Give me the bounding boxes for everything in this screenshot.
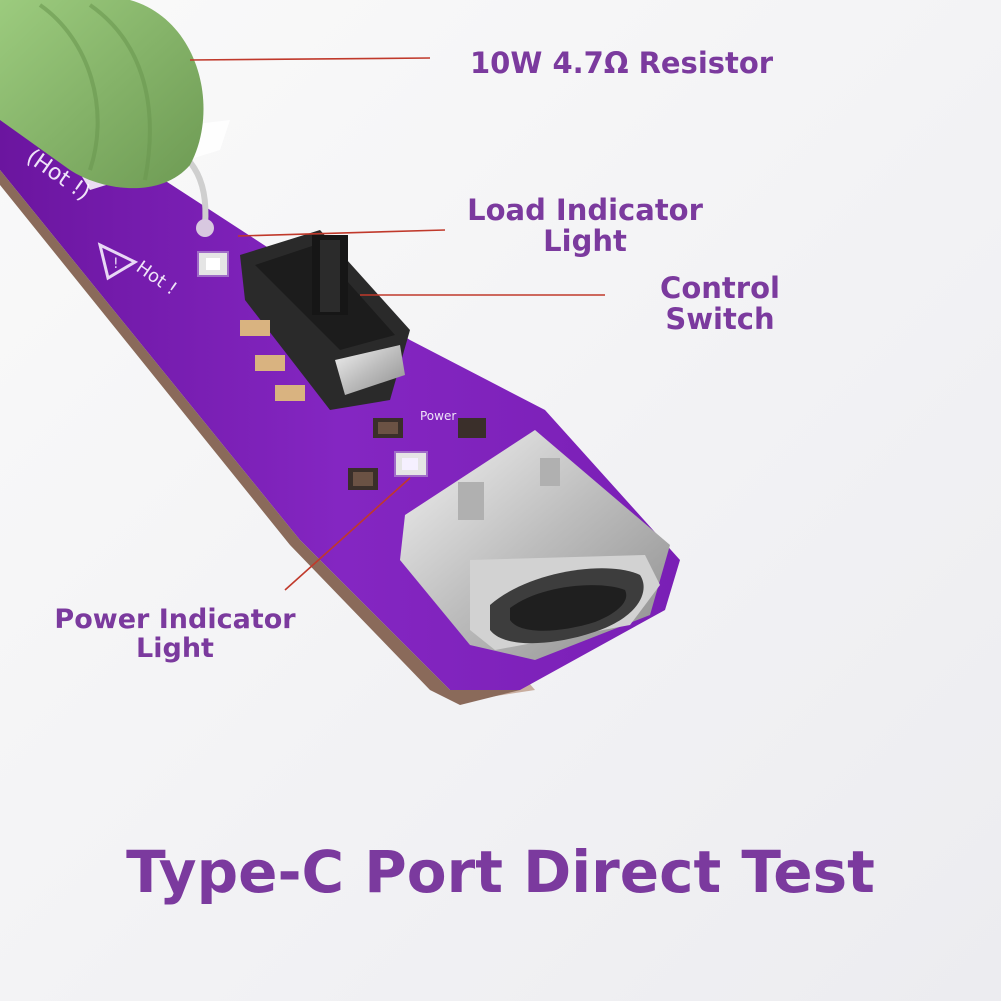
warning-triangle-icon: ! [97, 242, 139, 281]
callout-control-switch: Control Switch [635, 271, 805, 337]
svg-text:!: ! [113, 256, 119, 272]
callout-load-line2: Light [543, 224, 627, 259]
resistor [0, 0, 204, 189]
load-led [197, 251, 229, 277]
callout-power-line1: Power Indicator [54, 604, 296, 635]
power-led [394, 451, 428, 477]
callout-load-indicator: Load Indicator Light [455, 193, 715, 259]
board-power-text: Power [420, 409, 456, 423]
slide-switch [240, 230, 410, 410]
callout-load-line1: Load Indicator [467, 193, 703, 227]
callout-resistor: 10W 4.7Ω Resistor [470, 46, 774, 80]
usb-c-connector [400, 430, 670, 660]
callout-switch-line1: Control [660, 271, 780, 305]
callout-lines [189, 57, 605, 591]
headline: Type-C Port Direct Test [126, 838, 875, 906]
smd-components [348, 418, 486, 490]
callout-power-line2: Light [136, 633, 214, 665]
callout-switch-line2: Switch [665, 302, 775, 337]
callout-resistor-label: 10W 4.7Ω Resistor [470, 46, 774, 80]
callout-power-indicator: Power Indicator Light [40, 605, 310, 663]
